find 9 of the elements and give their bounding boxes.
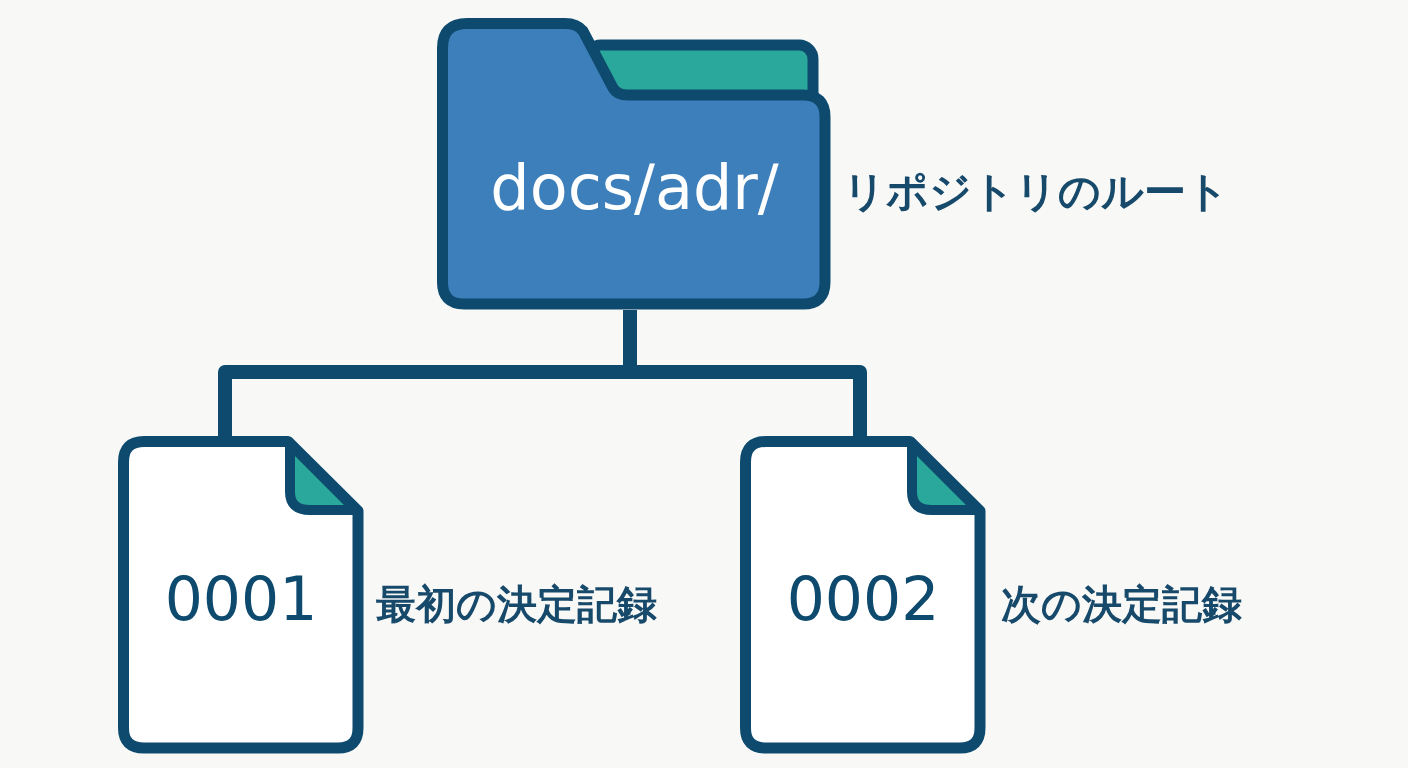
node-label: docs/adr/	[490, 154, 779, 223]
node-caption: 最初の決定記録	[376, 581, 657, 627]
node-label: 0001	[164, 566, 318, 632]
connector-line	[623, 310, 637, 365]
connector-line	[218, 365, 630, 436]
node-label: 0002	[786, 566, 940, 632]
connector-line	[630, 365, 867, 436]
node-caption: リポジトリのルート	[843, 168, 1229, 217]
node-caption: 次の決定記録	[1001, 581, 1242, 627]
